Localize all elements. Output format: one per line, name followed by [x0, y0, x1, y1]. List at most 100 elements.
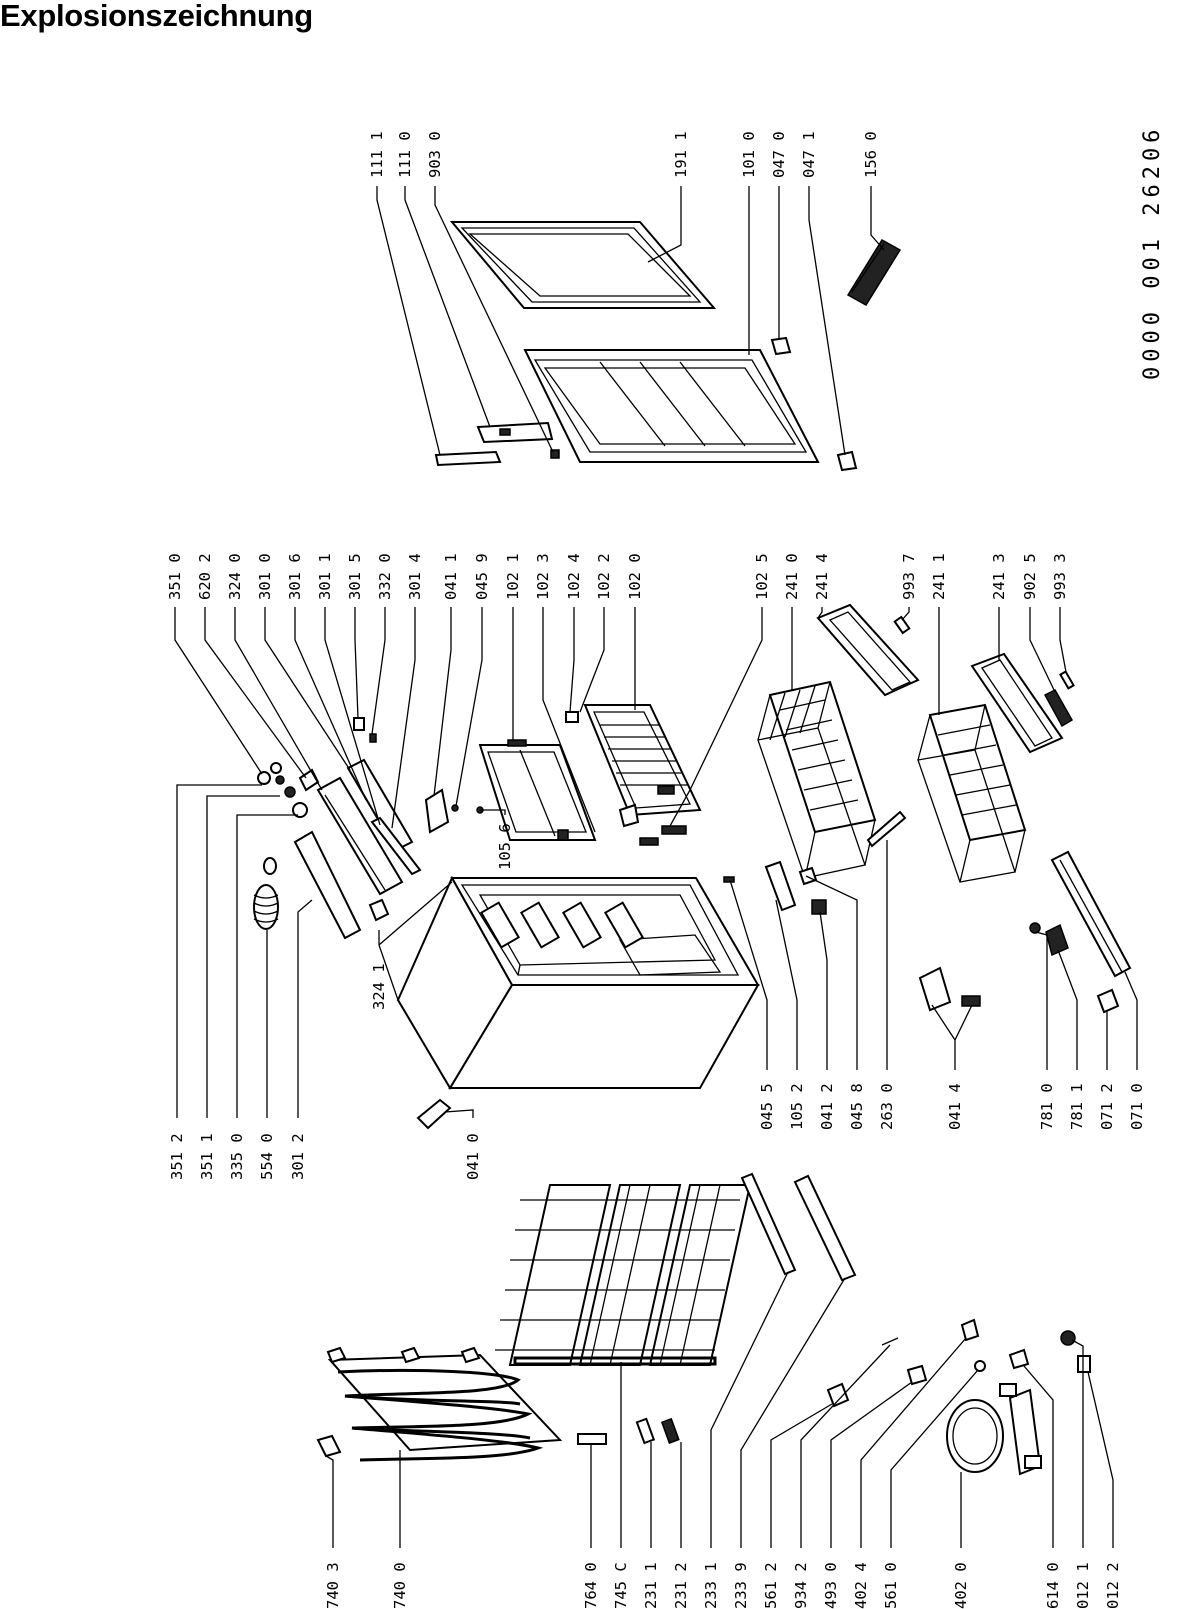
label-012-1: 012 1	[1074, 1562, 1092, 1609]
label-351-0: 351 0	[166, 553, 184, 600]
label-041-2: 041 2	[818, 1083, 836, 1130]
basket-covers	[816, 603, 1075, 754]
label-301-0: 301 0	[256, 553, 274, 600]
label-233-1: 233 1	[702, 1562, 720, 1609]
compressor-small-parts	[826, 1318, 1091, 1408]
label-493-0: 493 0	[822, 1562, 840, 1609]
label-column-left-cabinet: 351 2 351 1 335 0 554 0 301 2 041 0 324 …	[168, 823, 514, 1180]
evaporator-shelves-745	[495, 1184, 752, 1366]
label-156-0: 156 0	[862, 131, 880, 178]
label-781-1: 781 1	[1068, 1083, 1086, 1130]
basket-241-1	[917, 703, 1027, 883]
hinge-047-0	[770, 336, 792, 356]
shelf-frame-102-1	[478, 739, 597, 841]
label-041-1: 041 1	[442, 553, 460, 600]
label-554-0: 554 0	[258, 1133, 276, 1180]
label-241-1: 241 1	[930, 553, 948, 600]
foot-041-0	[416, 1098, 452, 1130]
door-trim-111-1	[434, 450, 502, 467]
label-335-0: 335 0	[228, 1133, 246, 1180]
label-402-0: 402 0	[952, 1562, 970, 1609]
knobs-351	[257, 762, 320, 818]
door-panel-101-0	[523, 349, 820, 463]
label-301-2: 301 2	[289, 1133, 307, 1180]
label-351-2: 351 2	[168, 1133, 186, 1180]
label-111-1: 111 1	[368, 131, 386, 178]
label-903-0: 903 0	[426, 131, 444, 178]
label-102-3: 102 3	[534, 553, 552, 600]
thermostat-554-0	[253, 857, 279, 930]
label-263-0: 263 0	[878, 1083, 896, 1130]
label-614-0: 614 0	[1044, 1562, 1062, 1609]
label-047-0: 047 0	[770, 131, 788, 178]
label-781-0: 781 0	[1038, 1083, 1056, 1130]
drawer-front-102-0	[565, 704, 702, 846]
label-105-2: 105 2	[788, 1083, 806, 1130]
label-745-c: 745 C	[612, 1562, 630, 1609]
label-902-5: 902 5	[1021, 553, 1039, 600]
screw-903-0	[550, 449, 560, 459]
hinge-047-1	[836, 450, 858, 472]
label-301-6: 301 6	[286, 553, 304, 600]
hinge-parts-bottom-middle	[723, 810, 1132, 1014]
label-620-2: 620 2	[196, 553, 214, 600]
label-column-top-right: 111 1 111 0 903 0 191 1 101 0 047 0 047 …	[368, 131, 880, 178]
leaders-bottom-middle	[729, 840, 1138, 1070]
label-241-3: 241 3	[990, 553, 1008, 600]
basket-241-0	[757, 680, 877, 879]
cap-740-3	[316, 1434, 342, 1458]
label-231-1: 231 1	[642, 1562, 660, 1609]
label-740-0: 740 0	[391, 1562, 409, 1609]
label-102-4: 102 4	[565, 553, 583, 600]
small-parts-231-764	[577, 1417, 680, 1445]
compressor-402-0	[946, 1383, 1042, 1476]
leaders-middle	[174, 607, 1067, 833]
label-561-2: 561 2	[762, 1562, 780, 1609]
label-045-9: 045 9	[473, 553, 491, 600]
leaders-left-cabinet	[176, 784, 506, 1118]
label-993-3: 993 3	[1051, 553, 1069, 600]
label-071-0: 071 0	[1128, 1083, 1146, 1130]
label-041-4: 041 4	[946, 1083, 964, 1130]
label-301-1: 301 1	[316, 553, 334, 600]
label-241-4: 241 4	[813, 553, 831, 600]
ice-tray-156-0	[846, 238, 902, 307]
label-993-7: 993 7	[900, 553, 918, 600]
label-column-middle: 351 0 620 2 324 0 301 0 301 6 301 1 301 …	[166, 553, 1069, 600]
label-045-5: 045 5	[758, 1083, 776, 1130]
leaders-top-right	[376, 186, 885, 456]
label-105-6: 105 6	[496, 823, 514, 870]
label-241-0: 241 0	[783, 553, 801, 600]
evaporator-740-0	[326, 1346, 563, 1462]
label-column-bottom-middle: 045 5 105 2 041 2 045 8 263 0 041 4 781 …	[758, 1083, 1146, 1130]
label-101-0: 101 0	[740, 131, 758, 178]
label-934-2: 934 2	[792, 1562, 810, 1609]
label-231-2: 231 2	[672, 1562, 690, 1609]
label-301-5: 301 5	[346, 553, 364, 600]
page-title: Explosionszeichnung	[0, 0, 313, 33]
label-102-0: 102 0	[626, 553, 644, 600]
label-402-4: 402 4	[852, 1562, 870, 1609]
label-301-4: 301 4	[406, 553, 424, 600]
label-071-2: 071 2	[1098, 1083, 1116, 1130]
label-111-0: 111 0	[396, 131, 414, 178]
label-561-0: 561 0	[882, 1562, 900, 1609]
label-102-2: 102 2	[595, 553, 613, 600]
label-191-1: 191 1	[672, 131, 690, 178]
label-041-0: 041 0	[464, 1133, 482, 1180]
label-351-1: 351 1	[198, 1133, 216, 1180]
label-740-3: 740 3	[324, 1562, 342, 1609]
label-012-2: 012 2	[1104, 1562, 1122, 1609]
control-panel-301	[293, 758, 422, 940]
cabinet-324-1	[396, 875, 760, 1090]
label-102-5: 102 5	[753, 553, 771, 600]
label-102-1: 102 1	[504, 553, 522, 600]
leaders-bottom-left	[325, 1271, 1114, 1548]
label-324-1: 324 1	[370, 963, 388, 1010]
label-233-9: 233 9	[732, 1562, 750, 1609]
label-column-bottom-left: 740 3 740 0 764 0 745 C 231 1 231 2 233 …	[324, 1562, 1122, 1609]
label-047-1: 047 1	[800, 131, 818, 178]
label-324-0: 324 0	[226, 553, 244, 600]
rails-233	[740, 1172, 857, 1282]
